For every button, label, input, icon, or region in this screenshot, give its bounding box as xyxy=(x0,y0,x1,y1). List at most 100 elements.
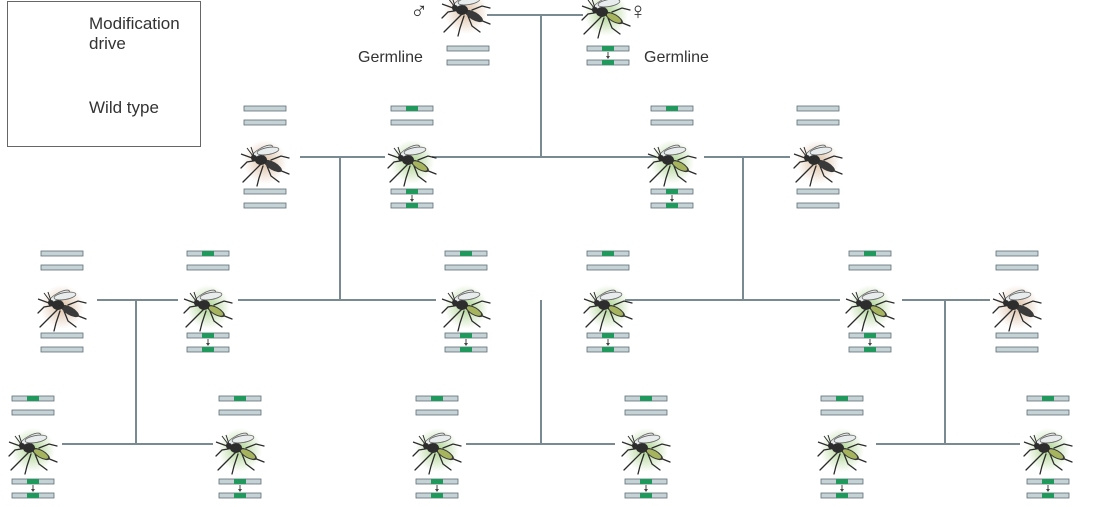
wild-chromosome xyxy=(243,188,287,195)
drive-cassette xyxy=(234,479,246,484)
wild-chromosome xyxy=(390,119,434,126)
mosquito-icon xyxy=(584,285,632,331)
wild-chromosome xyxy=(820,409,864,416)
drive-cassette xyxy=(234,396,246,401)
wild-chromosome xyxy=(586,264,630,271)
drive-chromosome xyxy=(624,492,668,499)
drive-cassette xyxy=(836,493,848,498)
drive-cassette xyxy=(864,333,876,338)
wild-chromosome xyxy=(796,119,840,126)
drive-cassette xyxy=(640,493,652,498)
mosquito-icon xyxy=(818,428,866,474)
wild-chromosome xyxy=(995,346,1039,353)
arrow-down-icon xyxy=(435,485,439,492)
drive-cassette xyxy=(666,189,678,194)
drive-cassette xyxy=(27,396,39,401)
wild-chromosome xyxy=(446,59,490,66)
drive-chromosome xyxy=(218,492,262,499)
drive-chromosome xyxy=(390,105,434,112)
arrow-down-icon xyxy=(206,339,210,346)
drive-cassette xyxy=(202,347,214,352)
wild-chromosome xyxy=(40,332,84,339)
drive-cassette xyxy=(666,203,678,208)
drive-cassette xyxy=(460,333,472,338)
arrow-down-icon xyxy=(238,485,242,492)
wild-chromosome xyxy=(995,332,1039,339)
drive-chromosome xyxy=(586,346,630,353)
mosquito-icon xyxy=(1024,428,1072,474)
mosquito-icon xyxy=(413,428,461,474)
drive-chromosome xyxy=(820,478,864,485)
arrow-down-icon xyxy=(868,339,872,346)
legend-wild-type-label: Wild type xyxy=(89,98,159,117)
arrow-down-icon xyxy=(1046,485,1050,492)
wild-chromosome xyxy=(796,188,840,195)
drive-cassette xyxy=(836,396,848,401)
drive-cassette xyxy=(1042,479,1054,484)
drive-cassette xyxy=(431,493,443,498)
drive-chromosome xyxy=(186,332,230,339)
female-symbol: ♀ xyxy=(629,0,647,25)
wild-chromosome xyxy=(40,250,84,257)
chromosome-pairs xyxy=(11,45,1070,499)
drive-cassette xyxy=(406,106,418,111)
mosquito-icon xyxy=(648,140,696,186)
mosquito-icon xyxy=(216,428,264,474)
mosquito-icon xyxy=(388,140,436,186)
legend-box: Modification drive Wild type xyxy=(7,1,201,147)
mosquito-icon xyxy=(184,285,232,331)
wild-chromosome xyxy=(995,250,1039,257)
drive-chromosome xyxy=(186,346,230,353)
drive-chromosome xyxy=(650,202,694,209)
drive-cassette xyxy=(640,479,652,484)
drive-cassette xyxy=(202,333,214,338)
drive-cassette xyxy=(1042,396,1054,401)
drive-chromosome xyxy=(1026,395,1070,402)
drive-cassette xyxy=(602,333,614,338)
drive-chromosome xyxy=(11,492,55,499)
drive-chromosome xyxy=(415,478,459,485)
male-symbol: ♂ xyxy=(410,0,428,25)
male-germline-label: Germline xyxy=(358,49,423,66)
arrow-down-icon xyxy=(606,52,610,59)
wild-chromosome xyxy=(243,105,287,112)
drive-chromosome xyxy=(820,492,864,499)
drive-cassette xyxy=(202,251,214,256)
drive-cassette xyxy=(234,493,246,498)
drive-cassette xyxy=(406,203,418,208)
drive-chromosome xyxy=(218,478,262,485)
drive-chromosome xyxy=(444,250,488,257)
drive-chromosome xyxy=(390,202,434,209)
drive-cassette xyxy=(602,60,614,65)
drive-chromosome xyxy=(586,59,630,66)
drive-chromosome xyxy=(820,395,864,402)
drive-chromosome xyxy=(650,188,694,195)
drive-chromosome xyxy=(415,395,459,402)
wild-chromosome xyxy=(11,409,55,416)
drive-chromosome xyxy=(848,346,892,353)
arrow-down-icon xyxy=(840,485,844,492)
drive-chromosome xyxy=(11,478,55,485)
drive-cassette xyxy=(460,251,472,256)
drive-chromosome xyxy=(444,346,488,353)
drive-cassette xyxy=(602,347,614,352)
drive-cassette xyxy=(27,479,39,484)
wild-chromosome xyxy=(848,264,892,271)
arrow-down-icon xyxy=(464,339,468,346)
drive-cassette xyxy=(27,493,39,498)
mosquito-icon xyxy=(622,428,670,474)
wild-chromosome xyxy=(415,409,459,416)
wild-chromosome xyxy=(186,264,230,271)
drive-cassette xyxy=(602,46,614,51)
drive-chromosome xyxy=(444,332,488,339)
wild-chromosome xyxy=(796,202,840,209)
wild-chromosome xyxy=(40,346,84,353)
arrow-down-icon xyxy=(644,485,648,492)
mosquito-icon xyxy=(9,428,57,474)
drive-cassette xyxy=(406,189,418,194)
wild-chromosome xyxy=(650,119,694,126)
drive-chromosome xyxy=(1026,478,1070,485)
arrow-down-icon xyxy=(670,195,674,202)
drive-chromosome xyxy=(848,332,892,339)
drive-cassette xyxy=(431,396,443,401)
